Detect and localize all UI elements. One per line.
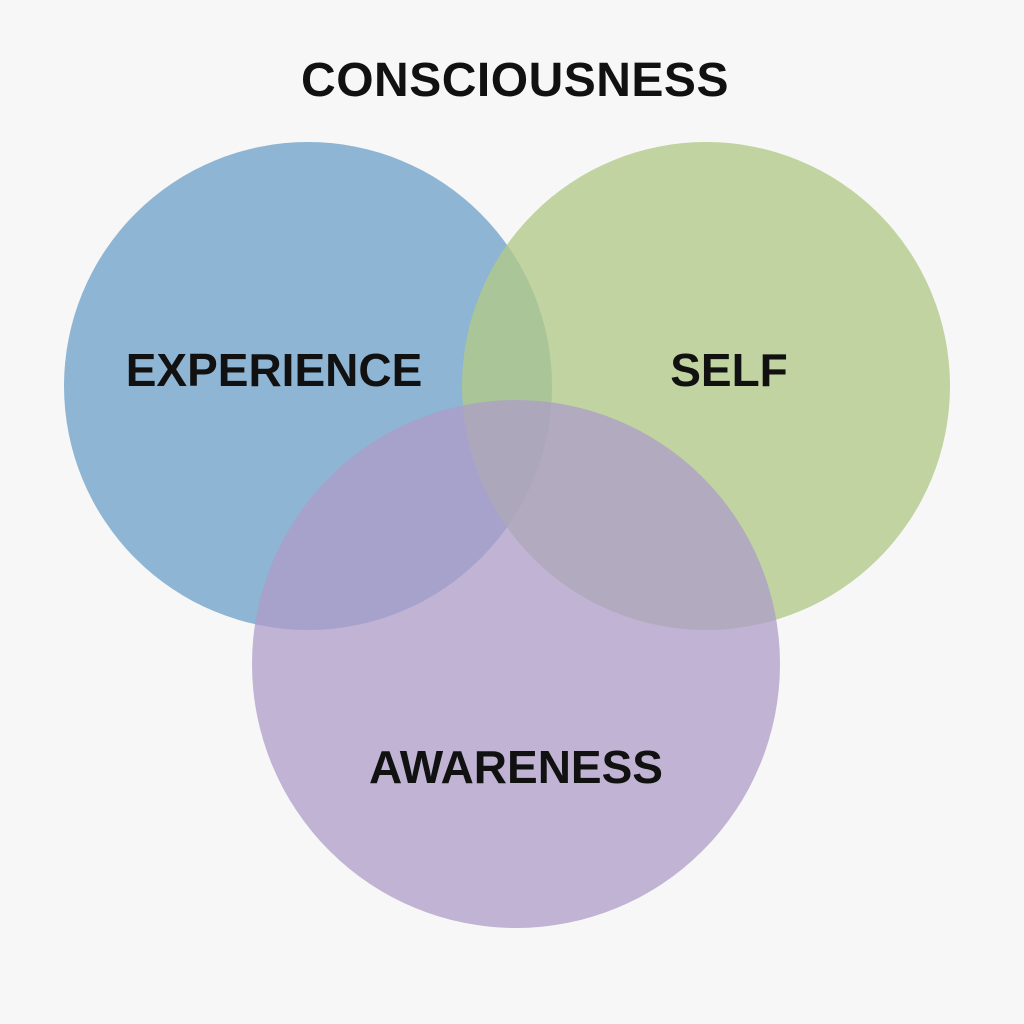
self-label: SELF bbox=[670, 344, 788, 396]
experience-label: EXPERIENCE bbox=[126, 344, 423, 396]
awareness-circle bbox=[252, 400, 780, 928]
awareness-label: AWARENESS bbox=[369, 741, 663, 793]
diagram-title: CONSCIOUSNESS bbox=[301, 54, 729, 107]
